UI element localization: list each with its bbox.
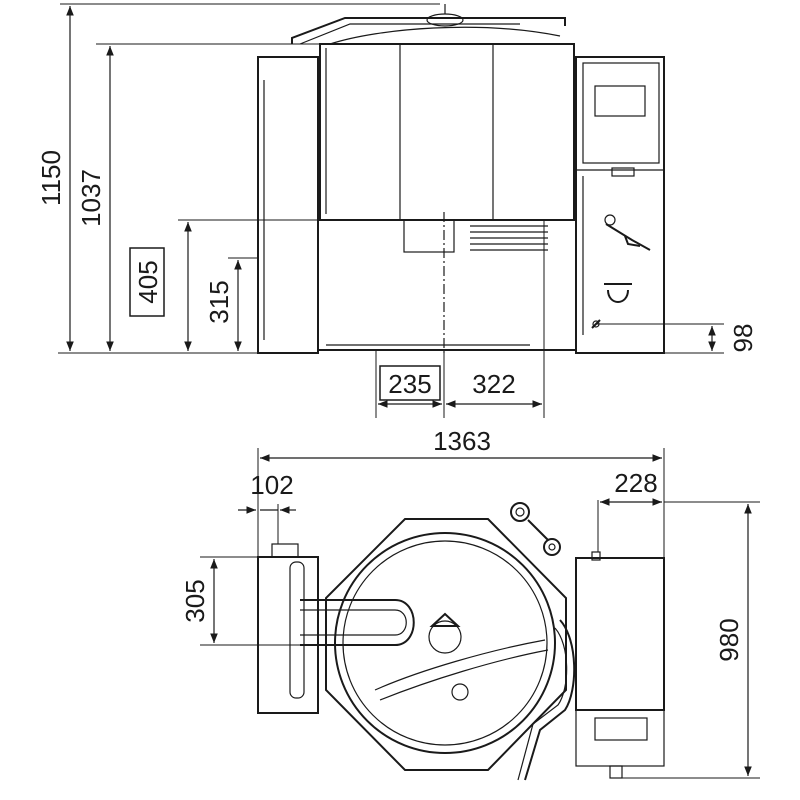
dim-offset-right: 322 [472,369,515,399]
control-panel [594,717,648,741]
right-column [575,56,665,354]
dim-right-column: 228 [614,468,657,498]
shower-hose-icon [604,283,632,303]
dim-overall-depth: 980 [714,618,744,661]
pivot-fitting [510,502,530,522]
dim-left-depth: 305 [180,579,210,622]
dim-overall-width: 1363 [433,426,491,456]
dim-offset-left: 235 [388,369,431,399]
dim-base-height: 315 [204,280,234,323]
vent-grille [470,225,548,251]
top-dimensions: 1363 102 228 305 980 [180,426,760,779]
right-unit [575,557,665,711]
dim-total-height: 1150 [36,150,66,206]
top-view [257,502,665,781]
kettle-housing [325,518,567,771]
dim-lid-height: 1037 [76,169,106,227]
dim-tap-height: 98 [728,324,758,353]
dim-outlet-height: 405 [133,260,163,303]
kettle-body [319,43,575,221]
front-view [257,4,665,355]
control-display [594,85,646,117]
tilt-handle [300,599,415,646]
dim-left-panel: 102 [250,470,293,500]
kettle-bowl [334,532,556,754]
front-dimensions: 1150 1037 405 315 235 322 98 [36,3,758,418]
left-cabinet [257,56,319,354]
lid-handle [291,17,566,44]
faucet-icon [604,214,651,251]
